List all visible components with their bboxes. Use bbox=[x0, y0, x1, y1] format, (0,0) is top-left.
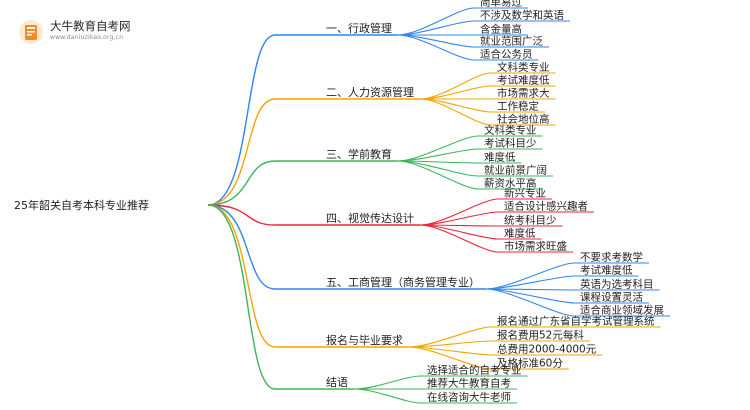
leaf-label: 社会地位高 bbox=[497, 113, 550, 126]
leaf-connector bbox=[408, 340, 492, 348]
branch-connector bbox=[207, 160, 276, 206]
leaf-label: 适合商业领域发展 bbox=[580, 304, 664, 317]
branch-connector bbox=[207, 204, 276, 348]
leaf-label: 课程设置灵活 bbox=[580, 292, 643, 304]
branch-connector bbox=[207, 204, 276, 226]
branch-5: 五、工商管理（商务管理专业） 不要求考数学考试难度低英语为选考科目课程设置灵活适合… bbox=[207, 204, 670, 317]
leaf-connector bbox=[485, 288, 575, 317]
leaf-label: 新兴专业 bbox=[504, 187, 546, 200]
book-logo-icon bbox=[19, 20, 43, 44]
leaf-label: 考试难度低 bbox=[497, 74, 550, 87]
leaf-connector bbox=[397, 160, 479, 190]
leaf-label: 考试难度低 bbox=[580, 264, 633, 277]
leaf-label: 就业前景广阔 bbox=[484, 164, 547, 177]
leaf-label: 及格标准60分 bbox=[497, 357, 563, 370]
leaf-label: 市场需求旺盛 bbox=[504, 240, 567, 253]
leaf-label: 在线咨询大牛老师 bbox=[427, 391, 511, 404]
leaf-connector bbox=[485, 262, 575, 290]
leaf-label: 报名费用52元每科 bbox=[497, 329, 584, 342]
branch-label: 一、行政管理 bbox=[326, 21, 392, 35]
leaf-connector bbox=[419, 198, 499, 226]
leaf-label: 统考科目少 bbox=[504, 214, 557, 227]
branch-connector bbox=[207, 98, 276, 206]
leaf-connector bbox=[408, 346, 492, 370]
leaf-connector bbox=[397, 34, 475, 61]
branch-connector bbox=[207, 34, 276, 206]
leaf-connector bbox=[397, 135, 479, 162]
leaf-connector bbox=[419, 224, 499, 253]
leaf-label: 市场需求大 bbox=[497, 87, 550, 100]
leaf-label: 不涉及数学和英语 bbox=[480, 9, 564, 22]
branch-label: 结语 bbox=[326, 376, 348, 389]
leaf-label: 就业范围广泛 bbox=[480, 35, 543, 48]
leaf-label: 文科类专业 bbox=[497, 61, 550, 74]
leaf-label: 文科类专业 bbox=[484, 124, 537, 137]
branch-label: 四、视觉传达设计 bbox=[326, 211, 414, 225]
root-node: 25年韶关自考本科专业推荐 bbox=[14, 198, 149, 212]
leaf-label: 适合公务员 bbox=[480, 48, 533, 61]
leaf-connector bbox=[353, 375, 422, 390]
leaf-label: 考试科目少 bbox=[484, 137, 537, 150]
leaf-label: 适合设计感兴趣者 bbox=[504, 200, 588, 213]
branch-label: 三、学前教育 bbox=[326, 147, 392, 161]
leaf-label: 简单易过 bbox=[480, 0, 522, 9]
brand-logo[interactable]: 大牛教育自考网 www.daniuzikao.org.cn bbox=[18, 16, 133, 46]
leaf-label: 推荐大牛教育自考 bbox=[427, 377, 511, 390]
leaf-label: 薪资水平高 bbox=[484, 177, 537, 190]
branch-connector bbox=[207, 204, 276, 390]
leaf-connector bbox=[353, 388, 422, 404]
leaf-connector bbox=[397, 7, 475, 36]
branch-6: 报名与毕业要求 报名通过广东省自学考试管理系统报名费用52元每科总费用2000-4… bbox=[207, 204, 661, 370]
branch-connector bbox=[207, 204, 276, 290]
logo-url: www.daniuzikao.org.cn bbox=[50, 34, 124, 41]
leaf-label: 难度低 bbox=[504, 227, 536, 240]
leaf-label: 不要求考数学 bbox=[580, 251, 643, 264]
leaf-label: 总费用2000-4000元 bbox=[497, 343, 597, 356]
leaf-connector bbox=[419, 98, 492, 126]
leaf-label: 英语为选考科目 bbox=[580, 278, 654, 291]
leaf-label: 难度低 bbox=[484, 151, 516, 164]
branch-label: 二、人力资源管理 bbox=[326, 85, 414, 99]
branch-label: 五、工商管理（商务管理专业） bbox=[326, 275, 480, 289]
leaf-label: 选择适合的自考专业 bbox=[427, 364, 522, 377]
leaf-connector bbox=[419, 72, 492, 100]
branch-label: 报名与毕业要求 bbox=[326, 333, 403, 347]
logo-name: 大牛教育自考网 bbox=[50, 19, 131, 33]
leaf-label: 报名通过广东省自学考试管理系统 bbox=[497, 315, 655, 328]
leaf-label: 工作稳定 bbox=[497, 100, 539, 113]
leaf-label: 含金量高 bbox=[480, 23, 522, 36]
